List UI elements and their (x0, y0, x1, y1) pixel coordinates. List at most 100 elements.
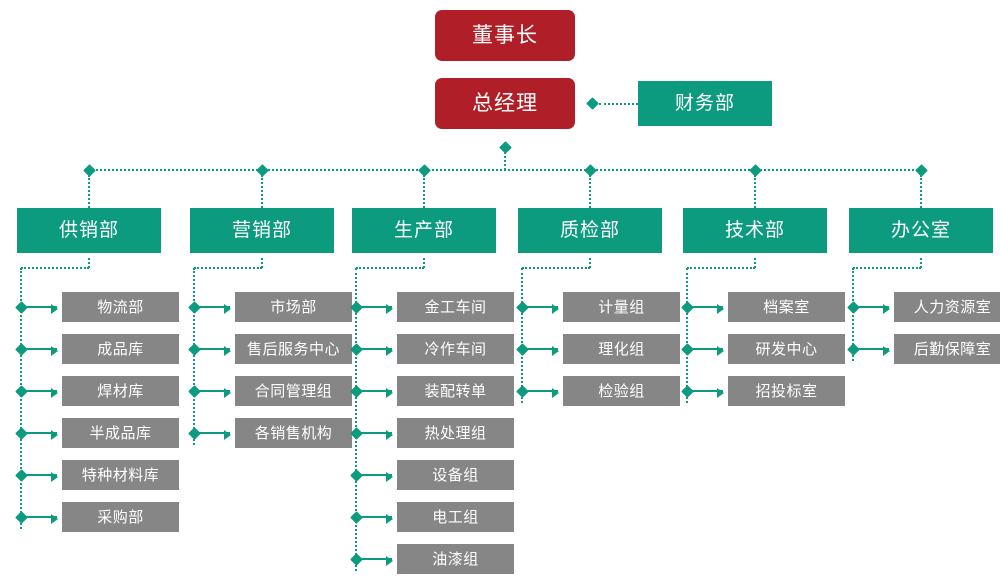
sub-unit-node-3-1[interactable]: 理化组 (563, 334, 680, 364)
sub-unit-arrow-3-2 (527, 388, 559, 398)
department-elbow-vertical-5 (920, 258, 922, 268)
department-elbow-vertical-3 (589, 258, 591, 268)
sub-unit-arrow-2-2 (361, 388, 393, 398)
sub-unit-arrow-0-1 (26, 346, 58, 356)
sub-unit-arrow-2-4 (361, 472, 393, 482)
department-elbow-horizontal-3 (522, 267, 590, 269)
sub-unit-arrow-0-4 (26, 472, 58, 482)
department-elbow-horizontal-2 (356, 267, 424, 269)
sub-unit-node-1-2[interactable]: 合同管理组 (235, 376, 352, 406)
sub-unit-node-2-6-label: 油漆组 (432, 549, 479, 568)
sub-unit-node-0-2-label: 焊材库 (97, 381, 144, 400)
sub-unit-arrow-2-5 (361, 514, 393, 524)
sub-unit-arrow-5-0 (858, 304, 890, 314)
sub-unit-node-4-0-label: 档案室 (763, 297, 810, 316)
gm-finance-connector (599, 102, 638, 105)
sub-unit-node-2-5[interactable]: 电工组 (397, 502, 514, 532)
department-node-3[interactable]: 质检部 (518, 208, 662, 253)
department-node-2[interactable]: 生产部 (352, 208, 496, 253)
department-elbow-vertical-4 (754, 258, 756, 268)
sub-unit-arrow-2-1 (361, 346, 393, 356)
department-node-4-label: 技术部 (724, 219, 785, 241)
sub-unit-node-4-2[interactable]: 招投标室 (728, 376, 845, 406)
sub-unit-node-2-4[interactable]: 设备组 (397, 460, 514, 490)
department-elbow-vertical-2 (423, 258, 425, 268)
sub-unit-node-2-5-label: 电工组 (432, 507, 479, 526)
sub-unit-node-2-1[interactable]: 冷作车间 (397, 334, 514, 364)
department-spine-2 (355, 268, 357, 571)
sub-unit-node-4-0[interactable]: 档案室 (728, 292, 845, 322)
sub-unit-node-5-1[interactable]: 后勤保障室 (894, 334, 1000, 364)
department-elbow-vertical-1 (261, 258, 263, 268)
finance-department-node[interactable]: 财务部 (638, 81, 772, 126)
department-node-5-label: 办公室 (890, 219, 951, 241)
sub-unit-arrow-2-0 (361, 304, 393, 314)
sub-unit-node-0-0-label: 物流部 (97, 297, 144, 316)
sub-unit-arrow-0-0 (26, 304, 58, 314)
sub-unit-node-0-0[interactable]: 物流部 (62, 292, 179, 322)
department-node-5[interactable]: 办公室 (849, 208, 993, 253)
sub-unit-node-0-4[interactable]: 特种材料库 (62, 460, 179, 490)
sub-unit-node-0-2[interactable]: 焊材库 (62, 376, 179, 406)
sub-unit-node-5-1-label: 后勤保障室 (913, 339, 992, 358)
sub-unit-arrow-4-1 (692, 346, 724, 356)
general-manager-node-label: 总经理 (472, 91, 538, 115)
department-elbow-horizontal-4 (687, 267, 755, 269)
department-spine-0 (20, 268, 22, 529)
department-node-1-label: 营销部 (231, 219, 292, 241)
sub-unit-node-2-3[interactable]: 热处理组 (397, 418, 514, 448)
department-drop-1 (261, 175, 263, 208)
sub-unit-node-1-3[interactable]: 各销售机构 (235, 418, 352, 448)
sub-unit-node-3-2[interactable]: 检验组 (563, 376, 680, 406)
department-node-0-label: 供销部 (58, 219, 119, 241)
sub-unit-node-0-5[interactable]: 采购部 (62, 502, 179, 532)
sub-unit-arrow-0-5 (26, 514, 58, 524)
sub-unit-node-1-3-label: 各销售机构 (254, 423, 333, 442)
department-drop-5 (920, 175, 922, 208)
department-elbow-horizontal-5 (853, 267, 921, 269)
sub-unit-node-4-1[interactable]: 研发中心 (728, 334, 845, 364)
sub-unit-node-2-4-label: 设备组 (432, 465, 479, 484)
sub-unit-node-0-5-label: 采购部 (97, 507, 144, 526)
sub-unit-node-4-1-label: 研发中心 (755, 339, 818, 358)
department-node-4[interactable]: 技术部 (683, 208, 827, 253)
sub-unit-node-0-3[interactable]: 半成品库 (62, 418, 179, 448)
sub-unit-arrow-4-2 (692, 388, 724, 398)
sub-unit-node-0-1[interactable]: 成品库 (62, 334, 179, 364)
sub-unit-node-2-0[interactable]: 金工车间 (397, 292, 514, 322)
department-node-3-label: 质检部 (559, 219, 620, 241)
sub-unit-node-4-2-label: 招投标室 (755, 381, 818, 400)
department-spine-3 (521, 268, 523, 403)
sub-unit-node-1-1[interactable]: 售后服务中心 (235, 334, 352, 364)
sub-unit-arrow-3-1 (527, 346, 559, 356)
department-drop-0 (88, 175, 90, 208)
sub-unit-node-3-1-label: 理化组 (598, 339, 645, 358)
sub-unit-node-2-0-label: 金工车间 (424, 297, 487, 316)
sub-unit-node-3-0-label: 计量组 (598, 297, 645, 316)
gm-finance-link-diamond (585, 97, 599, 110)
sub-unit-arrow-4-0 (692, 304, 724, 314)
sub-unit-node-3-0[interactable]: 计量组 (563, 292, 680, 322)
sub-unit-arrow-5-1 (858, 346, 890, 356)
department-node-0[interactable]: 供销部 (17, 208, 161, 253)
sub-unit-node-1-0[interactable]: 市场部 (235, 292, 352, 322)
sub-unit-arrow-3-0 (527, 304, 559, 314)
chairman-node[interactable]: 董事长 (435, 10, 575, 61)
department-elbow-vertical-0 (88, 258, 90, 268)
sub-unit-node-2-2[interactable]: 装配转单 (397, 376, 514, 406)
sub-unit-node-2-2-label: 装配转单 (424, 381, 487, 400)
department-node-2-label: 生产部 (393, 219, 454, 241)
sub-unit-node-2-6[interactable]: 油漆组 (397, 544, 514, 574)
department-elbow-horizontal-0 (21, 267, 89, 269)
sub-unit-node-5-0-label: 人力资源室 (913, 297, 992, 316)
general-manager-node[interactable]: 总经理 (435, 78, 575, 129)
sub-unit-node-0-1-label: 成品库 (97, 339, 144, 358)
sub-unit-arrow-0-2 (26, 388, 58, 398)
sub-unit-node-2-3-label: 热处理组 (424, 423, 487, 442)
department-drop-2 (423, 175, 425, 208)
department-node-1[interactable]: 营销部 (190, 208, 334, 253)
sub-unit-node-2-1-label: 冷作车间 (424, 339, 487, 358)
sub-unit-node-1-0-label: 市场部 (270, 297, 317, 316)
sub-unit-node-5-0[interactable]: 人力资源室 (894, 292, 1000, 322)
